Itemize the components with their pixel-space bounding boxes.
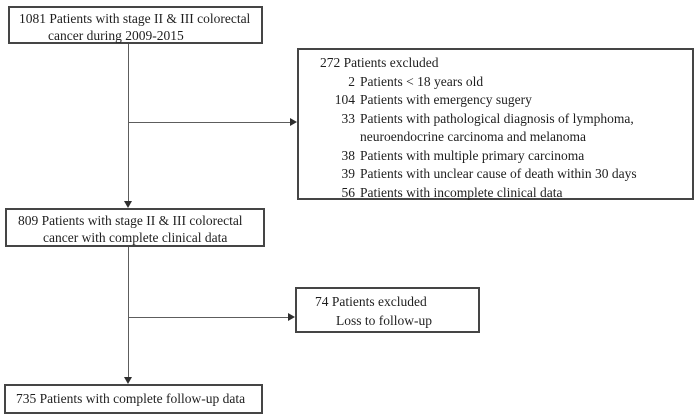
arrowhead-right-icon bbox=[290, 118, 297, 126]
arrowhead-down-icon bbox=[124, 377, 132, 384]
exclusion-item: 38 Patients with multiple primary carcin… bbox=[311, 147, 686, 166]
exclusion-text: Patients with unclear cause of death wit… bbox=[360, 166, 637, 181]
exclusion-text: Loss to follow-up bbox=[336, 313, 432, 328]
exclusion-item: 104 Patients with emergency sugery bbox=[311, 91, 686, 110]
exclusion-item: 56 Patients with incomplete clinical dat… bbox=[311, 184, 686, 203]
node-text-line: cancer during 2009-2015 bbox=[48, 28, 184, 43]
exclusion-text: Patients with emergency sugery bbox=[360, 92, 532, 107]
node-text-line: 735 Patients with complete follow-up dat… bbox=[16, 391, 246, 406]
exclusion-count: 39 bbox=[341, 166, 356, 181]
connector-line-vertical-2 bbox=[128, 247, 129, 378]
exclusion-count: 38 bbox=[341, 147, 356, 163]
connector-line-branch-1 bbox=[128, 122, 290, 123]
node-complete-follow-up: 735 Patients with complete follow-up dat… bbox=[4, 384, 263, 414]
exclusion-text: Patients < 18 years old bbox=[360, 73, 484, 89]
exclusion-title: 272 Patients excluded bbox=[320, 55, 439, 70]
node-complete-clinical-data: 809 Patients with stage II & III colorec… bbox=[5, 208, 265, 247]
exclusion-text-line: neuroendocrine carcinoma and melanoma bbox=[360, 129, 587, 144]
arrowhead-right-icon bbox=[288, 313, 295, 321]
exclusion-text: Patients with incomplete clinical data bbox=[360, 184, 563, 200]
exclusion-item: Loss to follow-up bbox=[312, 311, 474, 330]
exclusion-text: Patients with multiple primary carcinoma bbox=[360, 147, 585, 163]
node-text-line: 809 Patients with stage II & III colorec… bbox=[18, 213, 243, 228]
exclusion-item: 2 Patients < 18 years old bbox=[311, 73, 686, 92]
node-text-line: 1081 Patients with stage II & III colore… bbox=[19, 11, 251, 26]
connector-line-branch-2 bbox=[128, 317, 288, 318]
node-text-line: cancer with complete clinical data bbox=[43, 230, 228, 245]
exclusion-title: 74 Patients excluded bbox=[315, 294, 427, 309]
exclusion-item: 33 Patients with pathological diagnosis … bbox=[311, 110, 686, 147]
exclusion-count bbox=[312, 311, 332, 330]
exclusion-count: 104 bbox=[334, 92, 355, 107]
exclusion-text: Patients with pathological diagnosis of … bbox=[360, 110, 634, 147]
arrowhead-down-icon bbox=[124, 201, 132, 208]
exclusion-text-line: Patients with pathological diagnosis of … bbox=[360, 110, 634, 126]
node-exclusion-74: 74 Patients excluded Loss to follow-up bbox=[295, 287, 480, 333]
exclusion-item: 39 Patients with unclear cause of death … bbox=[311, 165, 686, 184]
node-initial-cohort: 1081 Patients with stage II & III colore… bbox=[8, 6, 263, 44]
exclusion-count: 33 bbox=[341, 110, 356, 126]
exclusion-count: 56 bbox=[341, 184, 356, 200]
exclusion-count: 2 bbox=[348, 73, 355, 89]
node-exclusion-272: 272 Patients excluded 2 Patients < 18 ye… bbox=[297, 48, 694, 200]
